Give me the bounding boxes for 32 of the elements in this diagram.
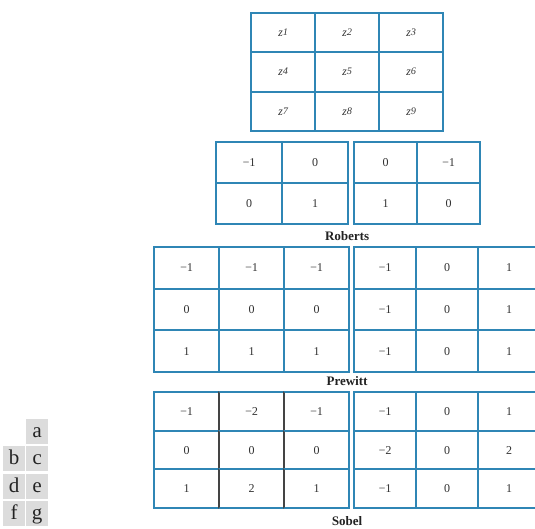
table-cell: −1 <box>416 141 481 184</box>
panel-letter: g <box>26 501 48 526</box>
table-cell: 2 <box>218 468 285 510</box>
kernel-caption: Sobel <box>332 513 362 529</box>
table-cell: 1 <box>283 468 350 510</box>
panel-letter: f <box>3 501 25 526</box>
table-cell: 0 <box>281 141 349 184</box>
kernel-caption: Prewitt <box>326 373 368 389</box>
panel-letter: a <box>26 419 48 444</box>
kernel-caption: Roberts <box>324 228 370 244</box>
table-cell: 0 <box>215 182 283 225</box>
panel-letter: e <box>26 474 48 499</box>
table-cell: 0 <box>353 141 418 184</box>
table-cell: 1 <box>283 329 350 374</box>
table-cell: 1 <box>353 182 418 225</box>
table-cell: −1 <box>153 246 220 290</box>
table-cell: −1 <box>353 329 417 374</box>
table-cell: −1 <box>283 391 350 432</box>
table-cell: −1 <box>353 246 417 290</box>
table-cell: −1 <box>215 141 283 184</box>
table-cell: 0 <box>283 430 350 470</box>
table-cell: −1 <box>353 468 417 510</box>
panel-letter: d <box>3 474 25 499</box>
table-cell: −1 <box>153 391 220 432</box>
table-cell: 0 <box>416 182 481 225</box>
panel-letter: b <box>3 446 25 471</box>
table-cell: 1 <box>153 329 220 374</box>
panel-letter: c <box>26 446 48 471</box>
table-cell: −1 <box>353 391 417 432</box>
table-cell: 1 <box>153 468 220 510</box>
table-cell: −1 <box>283 246 350 290</box>
table-cell: 1 <box>281 182 349 225</box>
